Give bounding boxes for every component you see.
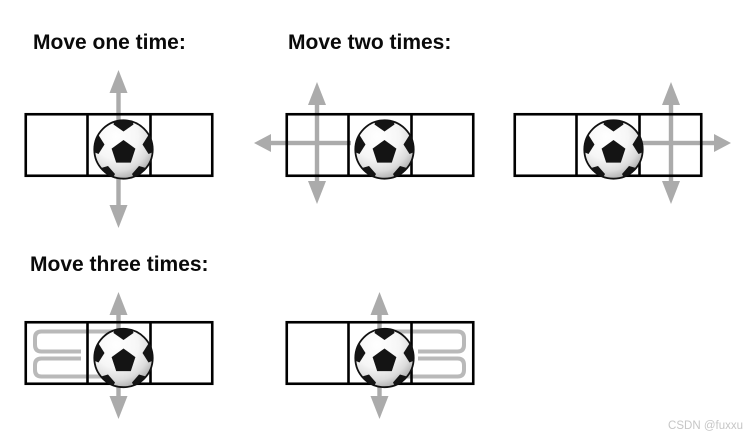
down-arrowhead-icon xyxy=(308,181,326,204)
board-move-three-right-path xyxy=(285,292,475,419)
soccer-ball-icon xyxy=(88,114,160,184)
down-arrowhead-icon xyxy=(109,396,128,419)
board-move-two-right-cross xyxy=(513,82,731,204)
route-segment xyxy=(33,329,122,354)
soccer-ball-icon xyxy=(349,114,421,184)
route-segment xyxy=(377,329,466,354)
heading-move-one-time: Move one time: xyxy=(33,31,186,54)
cross-arrows-icon xyxy=(254,82,351,204)
watermark: CSDN @fuxxu xyxy=(668,420,743,432)
heading-move-three-times: Move three times: xyxy=(30,253,209,276)
board-move-two-left-cross xyxy=(254,82,475,204)
board-move-three-left-path xyxy=(24,292,214,419)
down-arrowhead-icon xyxy=(662,181,680,204)
down-arrowhead-icon xyxy=(370,396,389,419)
up-arrowhead-icon xyxy=(109,70,128,93)
up-arrowhead-icon xyxy=(109,292,128,315)
up-arrowhead-icon xyxy=(308,82,326,105)
route-path xyxy=(377,329,466,379)
cross-arrows-icon xyxy=(640,82,731,204)
heading-move-two-times: Move two times: xyxy=(288,31,452,54)
right-arrowhead-icon xyxy=(714,134,731,152)
left-arrowhead-icon xyxy=(254,134,271,152)
arrow-shaft xyxy=(270,140,351,146)
route-segment xyxy=(380,356,466,379)
route-path xyxy=(33,329,122,379)
arrow-shaft xyxy=(640,140,715,146)
route-segment xyxy=(33,356,119,379)
down-arrowhead-icon xyxy=(109,205,128,228)
up-arrowhead-icon xyxy=(662,82,680,105)
up-arrowhead-icon xyxy=(370,292,389,315)
board-move-one xyxy=(24,70,214,228)
